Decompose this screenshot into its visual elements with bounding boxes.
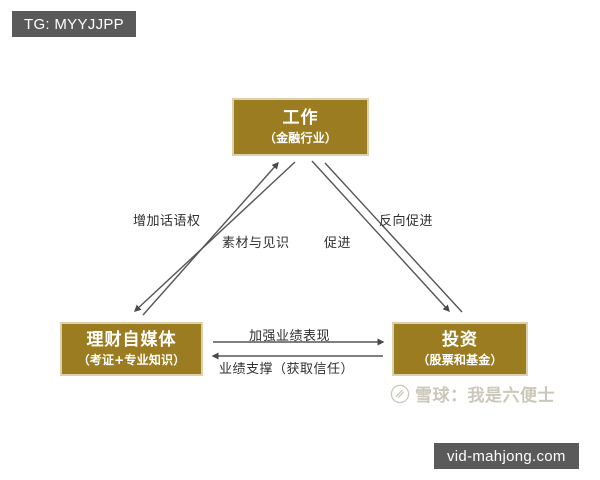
node-media-title: 理财自媒体 bbox=[86, 330, 177, 351]
edge-label-performance: 加强业绩表现 bbox=[249, 329, 331, 344]
node-work: 工作 （金融行业） bbox=[232, 98, 369, 156]
node-invest-title: 投资 bbox=[442, 330, 478, 351]
node-work-subtitle: （金融行业） bbox=[263, 130, 338, 145]
tg-watermark-badge: TG: MYYJJPP bbox=[12, 11, 136, 37]
edge-line-voice bbox=[142, 161, 279, 316]
edge-label-support: 业绩支撑（获取信任） bbox=[219, 362, 355, 377]
edge-line-promote bbox=[311, 160, 450, 313]
tg-watermark-text: TG: MYYJJPP bbox=[24, 15, 124, 33]
xueqiu-watermark: 雪球：我是六便士 bbox=[390, 381, 555, 406]
node-media: 理财自媒体 （考证+专业知识） bbox=[60, 322, 203, 376]
edge-label-voice: 增加话语权 bbox=[133, 214, 201, 229]
edge-line-material bbox=[133, 161, 296, 312]
edge-line-reverse bbox=[324, 162, 463, 313]
node-invest-subtitle: （股票和基金） bbox=[417, 352, 503, 367]
site-watermark-badge: vid-mahjong.com bbox=[434, 443, 579, 469]
site-watermark-text: vid-mahjong.com bbox=[447, 447, 566, 465]
xueqiu-watermark-text: 雪球：我是六便士 bbox=[415, 386, 555, 406]
node-work-title: 工作 bbox=[282, 108, 319, 129]
node-invest: 投资 （股票和基金） bbox=[392, 322, 528, 376]
edge-label-material: 素材与见识 bbox=[222, 236, 290, 251]
edge-label-promote: 促进 bbox=[324, 236, 352, 251]
node-media-subtitle: （考证+专业知识） bbox=[77, 352, 186, 367]
edge-label-reverse: 反向促进 bbox=[379, 214, 434, 229]
xueqiu-circle-logo-icon bbox=[390, 384, 410, 404]
